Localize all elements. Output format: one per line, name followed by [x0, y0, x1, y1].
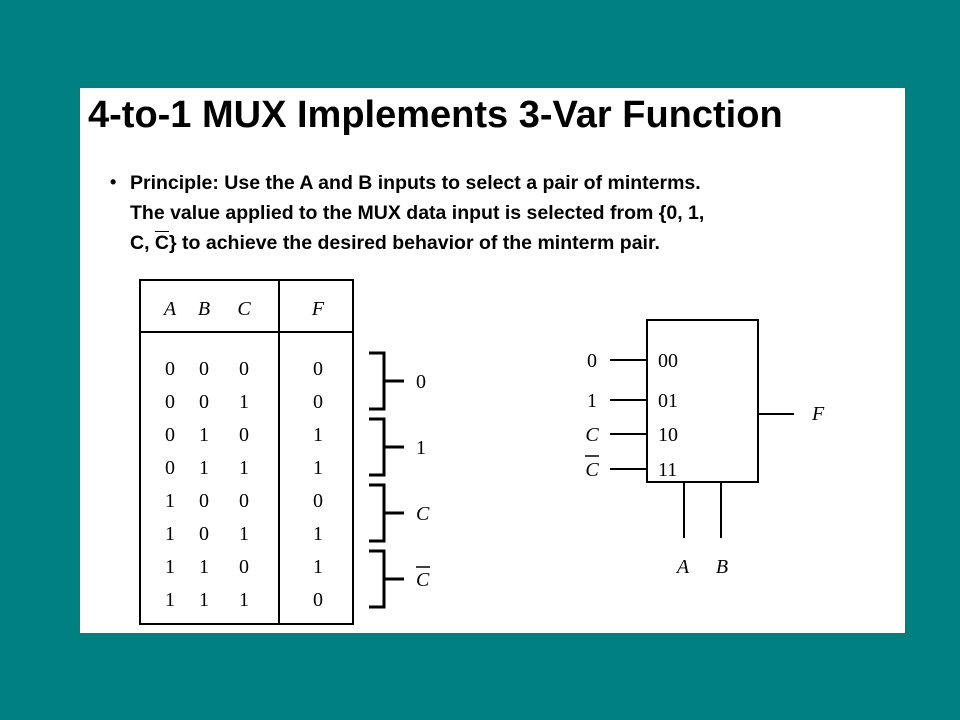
cell-f: 1 — [313, 457, 323, 479]
pair-value-label: C — [416, 569, 430, 591]
cell-f: 0 — [313, 490, 323, 512]
mux-select-code: 10 — [658, 424, 678, 446]
slide-title: 4-to-1 MUX Implements 3-Var Function — [88, 94, 783, 136]
select-label-b: B — [716, 556, 728, 578]
mux-input-value: C — [585, 459, 599, 481]
cell-a: 1 — [165, 589, 175, 611]
cell-b: 1 — [199, 556, 209, 578]
mux-input-value: 1 — [587, 390, 597, 412]
header-b: B — [198, 298, 210, 320]
mux-select-code: 01 — [658, 390, 678, 412]
bullet-text: The value applied to the MUX data input … — [130, 202, 705, 224]
pair-value-label: C — [416, 503, 430, 525]
bullet-line-3: C, C} to achieve the desired behavior of… — [130, 232, 660, 255]
cell-a: 0 — [165, 358, 175, 380]
pair-brackets: 0 1C C — [369, 351, 430, 609]
header-c: C — [237, 298, 251, 320]
cell-c: 0 — [239, 490, 249, 512]
cell-f: 0 — [313, 358, 323, 380]
bullet-line-1: Principle: Use the A and B inputs to sel… — [130, 172, 701, 195]
cell-b: 1 — [199, 424, 209, 446]
cell-c: 1 — [239, 523, 249, 545]
cell-a: 0 — [165, 391, 175, 413]
slide: 4-to-1 MUX Implements 3-Var Function • P… — [80, 88, 905, 633]
mux-output-label: F — [811, 403, 825, 425]
cell-c: 0 — [239, 358, 249, 380]
cell-f: 1 — [313, 556, 323, 578]
header-a: A — [162, 298, 177, 320]
cell-a: 0 — [165, 457, 175, 479]
bullet-overline-var: C — [154, 232, 170, 254]
cell-a: 1 — [165, 556, 175, 578]
pair-bracket — [369, 351, 386, 411]
cell-b: 0 — [199, 490, 209, 512]
bullet-marker: • — [110, 172, 117, 192]
cell-f: 0 — [313, 589, 323, 611]
header-f: F — [311, 298, 325, 320]
mux-input-value: C — [585, 424, 599, 446]
pair-bracket — [369, 417, 386, 477]
mux-select-code: 00 — [658, 350, 678, 372]
cell-b: 1 — [199, 589, 209, 611]
truth-table-rows: 0 0 0 0 0 0 1 0 0 1 0 1 0 1 1 1 1 0 0 0 1 0 1 1 1 1 0 1 1 1 1 0 — [165, 358, 323, 611]
pair-bracket — [369, 549, 386, 609]
cell-c: 1 — [239, 391, 249, 413]
cell-b: 0 — [199, 358, 209, 380]
truth-table-frame — [139, 279, 354, 625]
bullet-line-2: The value applied to the MUX data input … — [130, 202, 704, 225]
cell-f: 1 — [313, 523, 323, 545]
cell-f: 1 — [313, 424, 323, 446]
bullet-text: Principle: Use the A and B inputs to sel… — [130, 172, 701, 194]
cell-c: 1 — [239, 589, 249, 611]
cell-c: 0 — [239, 556, 249, 578]
cell-a: 1 — [165, 490, 175, 512]
cell-c: 0 — [239, 424, 249, 446]
cell-b: 1 — [199, 457, 209, 479]
cell-c: 1 — [239, 457, 249, 479]
cell-a: 1 — [165, 523, 175, 545]
mux-select-code: 11 — [658, 459, 677, 481]
cell-b: 0 — [199, 523, 209, 545]
truth-table: A B C F 0 0 0 0 0 0 1 0 0 1 0 1 0 1 1 1 1 0 0 0 1 0 1 1 1 1 0 1 1 1 1 0 — [139, 279, 354, 625]
bullet-text: C, — [130, 232, 155, 254]
cell-a: 0 — [165, 424, 175, 446]
mux-input-value: 0 — [587, 350, 597, 372]
cell-b: 0 — [199, 391, 209, 413]
pair-value-label: 0 — [416, 371, 426, 393]
bullet-text: } to achieve the desired behavior of the… — [169, 232, 660, 254]
pair-value-label: 1 — [416, 437, 426, 459]
select-label-a: A — [675, 556, 690, 578]
pair-bracket — [369, 483, 386, 543]
cell-f: 0 — [313, 391, 323, 413]
